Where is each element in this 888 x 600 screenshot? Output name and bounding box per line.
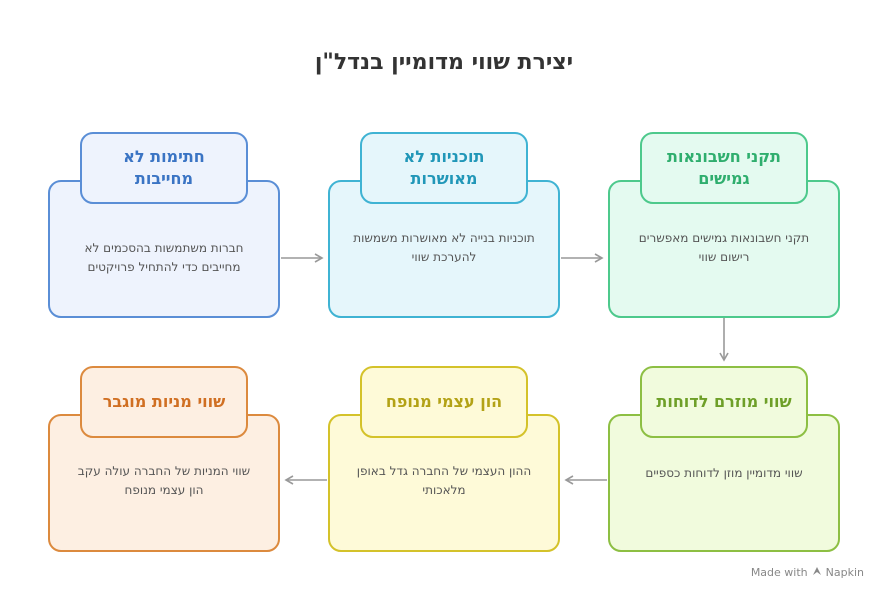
made-with-label: Made with bbox=[750, 566, 808, 579]
napkin-logo-icon bbox=[812, 566, 822, 579]
step1-title: חתימות לא מחייבות bbox=[80, 132, 248, 204]
step4-description: שווי מדומיין מוזן לדוחות כספיים bbox=[645, 465, 803, 480]
step5-description: ההון העצמי של החברה גדל באופן מלאכותי bbox=[356, 464, 532, 497]
napkin-brand: Napkin bbox=[825, 566, 864, 579]
step5-title: הון עצמי מנופח bbox=[360, 366, 528, 438]
step6-description: שווי המניות של החברה עולה עקב הון עצמי מ… bbox=[77, 464, 251, 497]
step1-description: חברות משתמשות בהסכמים לא מחייבים כדי להת… bbox=[84, 241, 244, 274]
step6-title: שווי מניות מוגבר bbox=[80, 366, 248, 438]
diagram-title: יצירת שווי מדומיין בנדל"ן bbox=[314, 50, 574, 75]
step4-title: שווי מוזרם לדוחות bbox=[640, 366, 808, 438]
step3-description: תקני חשבונאות גמישים מאפשרים רישום שווי bbox=[638, 231, 810, 264]
step2-title: תוכניות לא מאושרות bbox=[360, 132, 528, 204]
step2-description: תוכניות בנייה לא מאושרות משמשות להערכת ש… bbox=[353, 231, 535, 264]
made-with-napkin-badge: Made with Napkin bbox=[751, 566, 864, 579]
step3-title: תקני חשבונאות גמישים bbox=[640, 132, 808, 204]
step4-card bbox=[608, 414, 840, 552]
